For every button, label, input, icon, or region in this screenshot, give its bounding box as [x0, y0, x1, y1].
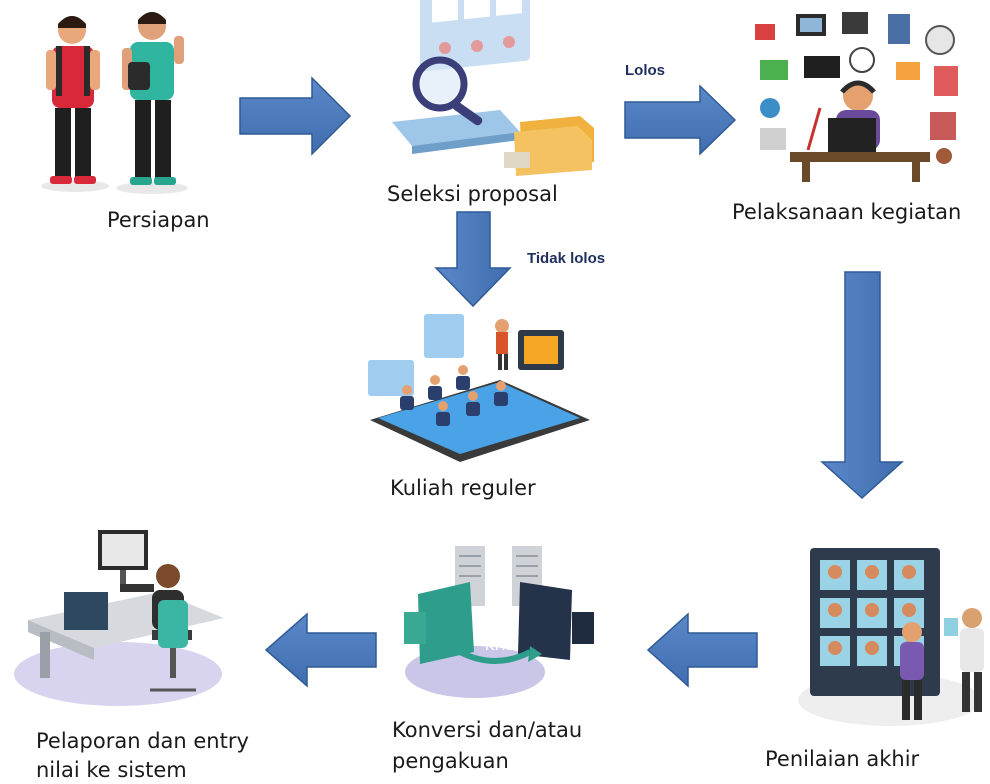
node-pelaporan-label-line1: Pelaporan dan entry	[36, 729, 249, 753]
khs-badge: KHS	[484, 636, 516, 654]
proposal-selection-illustration	[392, 0, 594, 176]
conversion-illustration	[404, 546, 594, 698]
arrow-konversi-to-pelaporan	[264, 612, 377, 688]
node-pelaporan-label-line2: nilai ke sistem	[36, 758, 187, 782]
arrow-seleksi-to-kuliah	[434, 211, 512, 308]
node-konversi-label-line1: Konversi dan/atau	[392, 718, 583, 742]
activity-execution-illustration	[755, 12, 958, 182]
node-seleksi-label: Seleksi proposal	[387, 182, 558, 206]
final-assessment-illustration	[798, 548, 984, 726]
arrow-persiapan-to-seleksi	[239, 76, 352, 156]
node-penilaian-label: Penilaian akhir	[765, 747, 920, 771]
edge-label-tidak-lolos: Tidak lolos	[527, 250, 606, 267]
node-pelaksanaan-label: Pelaksanaan kegiatan	[732, 200, 962, 224]
regular-class-illustration	[368, 314, 590, 462]
reporting-illustration	[14, 530, 224, 706]
students-illustration	[41, 12, 188, 194]
node-kuliah-label: Kuliah reguler	[390, 476, 536, 500]
node-persiapan-label: Persiapan	[107, 208, 210, 232]
arrow-pelaksanaan-to-penilaian	[820, 271, 904, 500]
arrow-seleksi-to-pelaksanaan	[624, 84, 737, 156]
node-konversi-label-line2: pengakuan	[392, 749, 509, 773]
arrow-penilaian-to-konversi	[646, 612, 758, 688]
edge-label-lolos: Lolos	[625, 62, 665, 79]
